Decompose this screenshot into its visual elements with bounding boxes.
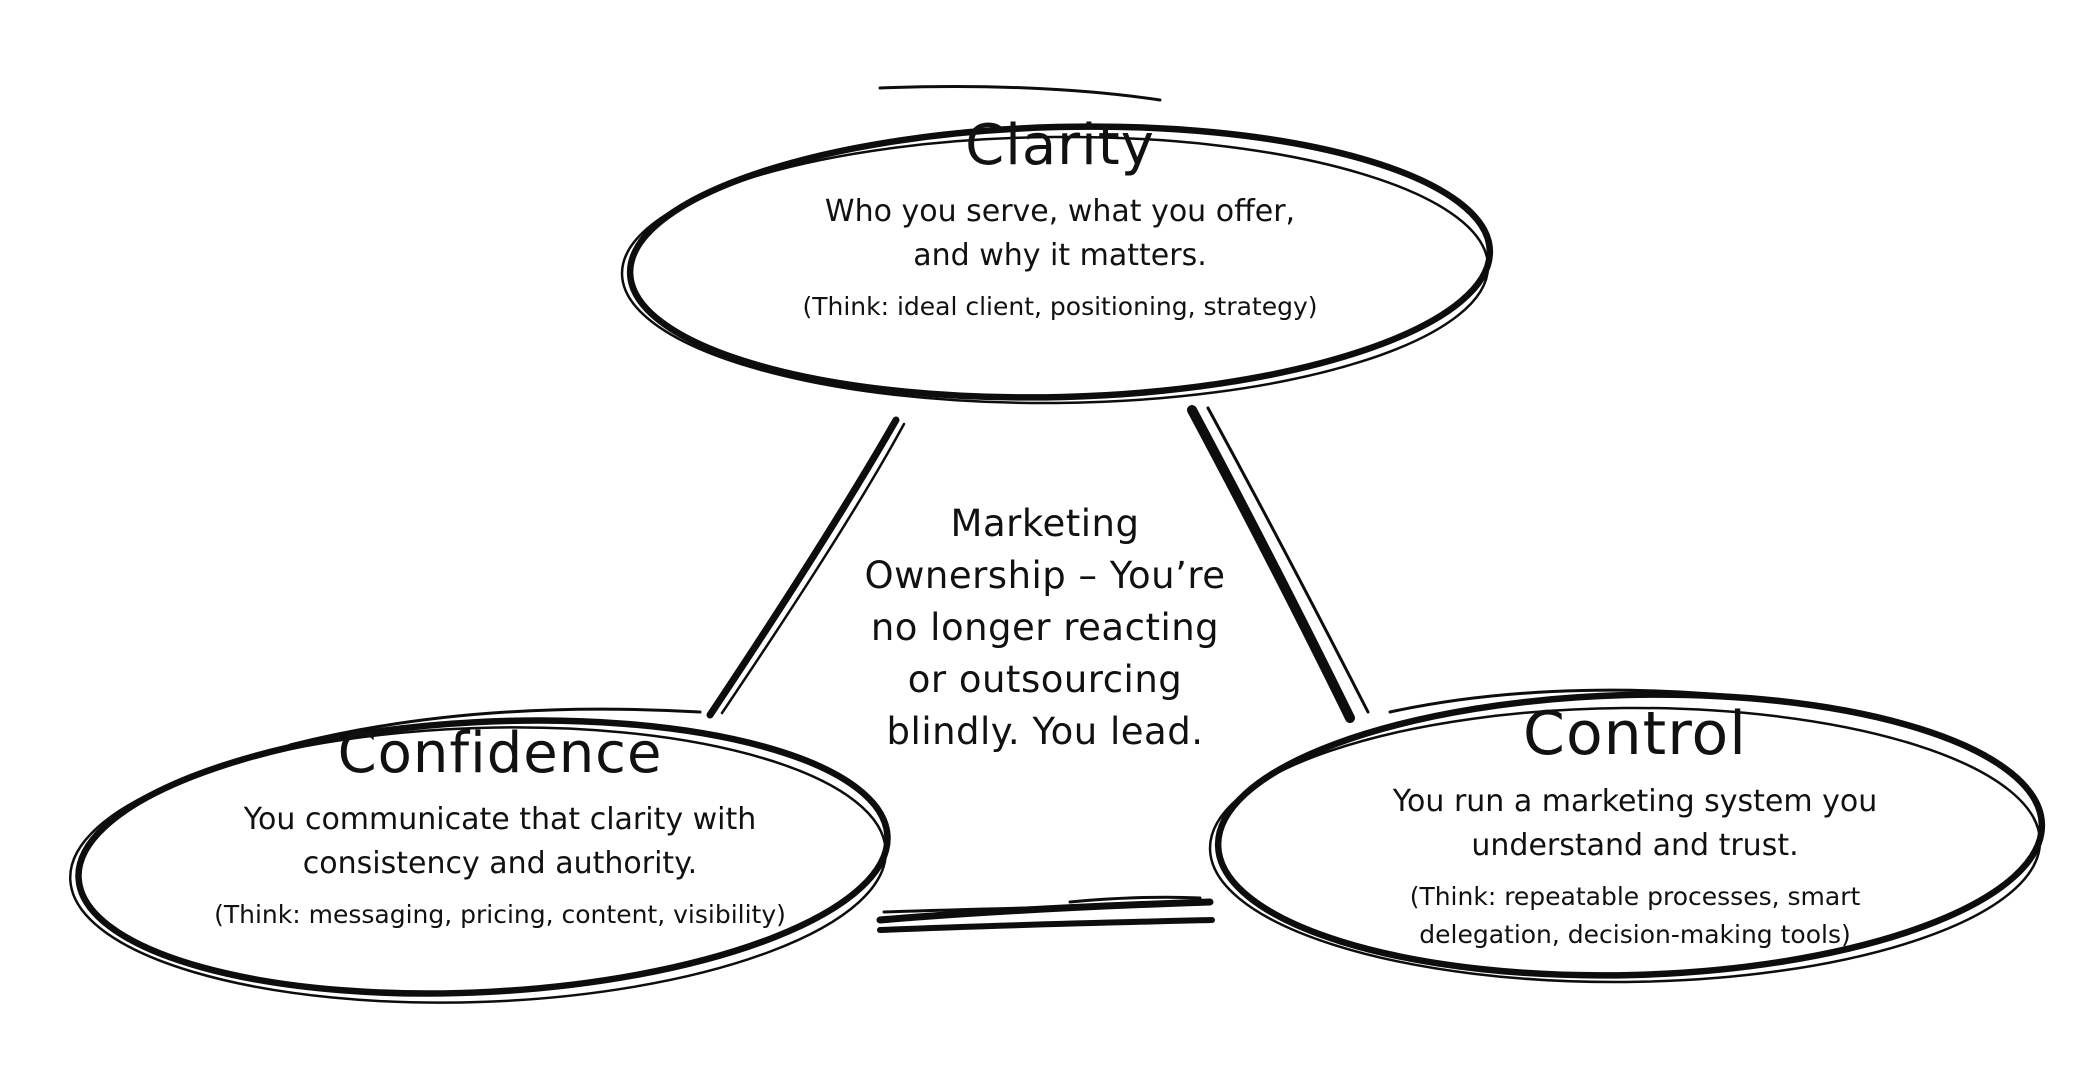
clarity-note-line: (Think: ideal client, positioning, strat… (802, 292, 1318, 321)
control-node: Control You run a marketing system you u… (1245, 704, 2025, 954)
confidence-ellipse (68, 707, 891, 1004)
control-title: Control (1523, 699, 1747, 769)
confidence-node: Confidence You communicate that clarity … (120, 726, 880, 934)
clarity-description-line: Who you serve, what you offer, (824, 194, 1296, 229)
control-description-line: You run a marketing system you (1392, 784, 1878, 819)
center-statement-line: Marketing (950, 502, 1140, 545)
clarity-note: (Think: ideal client, positioning, strat… (700, 288, 1420, 326)
center-statement-line: blindly. You lead. (886, 710, 1204, 753)
control-description: You run a marketing system you understan… (1245, 780, 2025, 868)
center-statement-line: no longer reacting (870, 606, 1220, 649)
control-note: (Think: repeatable processes, smart dele… (1245, 878, 2025, 954)
control-note-line: delegation, decision-making tools) (1419, 920, 1851, 949)
control-description-line: understand and trust. (1471, 828, 1799, 863)
confidence-note: (Think: messaging, pricing, content, vis… (120, 896, 880, 934)
clarity-description-line: and why it matters. (913, 238, 1207, 273)
clarity-ellipse (620, 85, 1494, 405)
confidence-description-line: consistency and authority. (302, 846, 698, 881)
control-ellipse (1208, 688, 2046, 984)
connector-clarity-control (1187, 405, 1370, 723)
connector-clarity-confidence (706, 416, 906, 719)
center-statement: Marketing Ownership – You’re no longer r… (830, 498, 1260, 758)
center-statement-line: or outsourcing (907, 658, 1183, 701)
control-note-line: (Think: repeatable processes, smart (1409, 882, 1861, 911)
connector-confidence-control (876, 895, 1215, 933)
clarity-description: Who you serve, what you offer, and why i… (700, 190, 1420, 278)
confidence-title: Confidence (337, 721, 663, 786)
confidence-description: You communicate that clarity with consis… (120, 798, 880, 886)
confidence-description-line: You communicate that clarity with (243, 802, 757, 837)
confidence-note-line: (Think: messaging, pricing, content, vis… (214, 900, 786, 929)
center-statement-line: Ownership – You’re (864, 554, 1226, 597)
clarity-title: Clarity (965, 113, 1155, 178)
clarity-node: Clarity Who you serve, what you offer, a… (700, 118, 1420, 326)
